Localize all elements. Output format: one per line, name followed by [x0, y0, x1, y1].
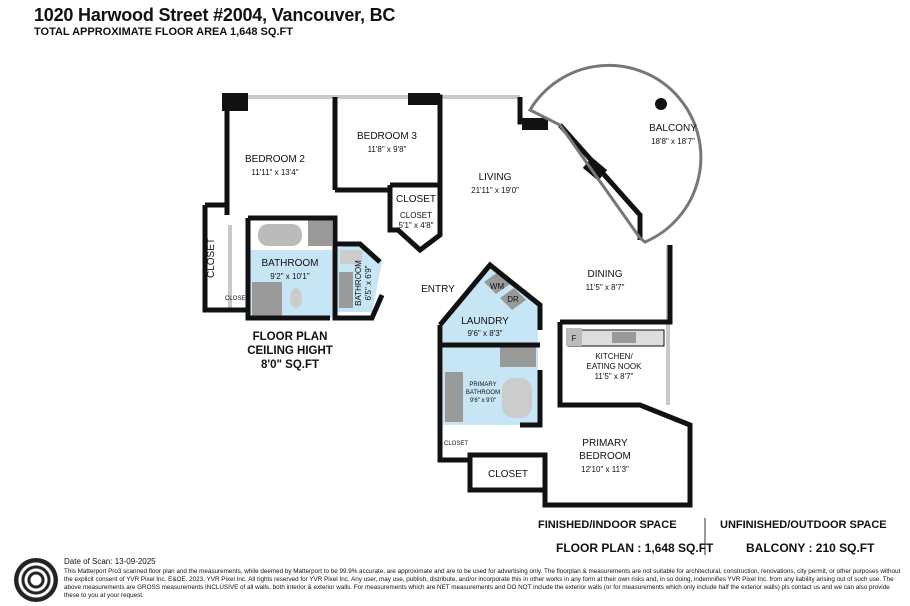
closet-label: CLOSET	[396, 194, 436, 205]
closet-label: CLOSET	[225, 296, 249, 302]
closet-label: CLOSET	[400, 211, 432, 220]
column	[222, 93, 248, 111]
closet-dims: 5'1" x 4'8"	[399, 221, 434, 230]
scan-date: Date of Scan: 13-09-2025	[64, 557, 156, 566]
dining-dims: 11'5" x 8'7"	[586, 283, 625, 292]
bathroom-small-label: BATHROOM	[354, 260, 363, 306]
primary-bedroom-label: BEDROOM	[579, 451, 631, 462]
balcony-post	[655, 98, 667, 110]
closet-label: CLOSET	[206, 238, 217, 278]
laundry-dims: 9'6" x 8'3"	[468, 329, 503, 338]
ceiling-note: FLOOR PLAN	[253, 331, 328, 343]
legend-finished-title: FINISHED/INDOOR SPACE	[538, 519, 677, 531]
washer-label: WM	[490, 282, 505, 291]
legend-finished-value: FLOOR PLAN : 1,648 SQ.FT	[556, 541, 714, 555]
primary-bedroom-label: PRIMARY	[582, 438, 628, 449]
legend-unfinished-title: UNFINISHED/OUTDOOR SPACE	[720, 519, 887, 531]
disclaimer: This Matterport Pro3 scanned floor plan …	[64, 568, 901, 599]
bedroom2-label: BEDROOM 2	[245, 154, 305, 165]
entry-label: ENTRY	[421, 284, 455, 295]
primary-bedroom-dims: 12'10" x 11'3"	[581, 465, 629, 474]
fridge-label: F	[572, 334, 577, 343]
ceiling-note: 8'0" SQ.FT	[261, 359, 319, 371]
balcony-railing	[527, 63, 703, 244]
legend-unfinished-value: BALCONY : 210 SQ.FT	[746, 541, 875, 555]
bedroom3-dims: 11'8" x 9'8"	[368, 145, 407, 154]
bathroom-label: BATHROOM	[261, 258, 318, 269]
kitchen-label: KITCHEN/	[595, 352, 633, 361]
floor-area-subtitle: TOTAL APPROXIMATE FLOOR AREA 1,648 SQ.FT	[34, 26, 293, 38]
fixtures	[252, 220, 665, 422]
primary-bathroom-label: PRIMARY	[469, 382, 496, 388]
balcony-label: BALCONY	[649, 123, 697, 134]
living-label: LIVING	[479, 172, 512, 183]
living-dims: 21'11" x 19'0"	[471, 186, 519, 195]
laundry-label: LAUNDRY	[461, 316, 509, 327]
dryer-label: DR	[507, 295, 519, 304]
page-title: 1020 Harwood Street #2004, Vancouver, BC	[34, 5, 396, 25]
kitchen-label: EATING NOOK	[587, 362, 643, 371]
balcony-dims: 18'8" x 18'7"	[651, 137, 695, 146]
column	[408, 93, 440, 105]
yvr-pixel-logo	[14, 558, 58, 602]
closet-label: CLOSET	[488, 469, 528, 480]
bathroom-small-dims: 6'5" x 6'9"	[364, 265, 373, 300]
bedroom3-label: BEDROOM 3	[357, 131, 417, 142]
column	[582, 157, 608, 181]
primary-bathroom-label: BATHROOM	[466, 390, 500, 396]
column	[522, 118, 548, 130]
kitchen-dims: 11'5" x 8'7"	[595, 372, 634, 381]
bathroom-dims: 9'2" x 10'1"	[270, 272, 310, 281]
ceiling-note: CEILING HIGHT	[247, 345, 333, 357]
dining-label: DINING	[588, 269, 623, 280]
bedroom2-dims: 11'11" x 13'4"	[251, 168, 298, 177]
primary-bathroom-dims: 9'6" x 9'0"	[470, 398, 496, 404]
closet-label: CLOSET	[444, 441, 468, 447]
